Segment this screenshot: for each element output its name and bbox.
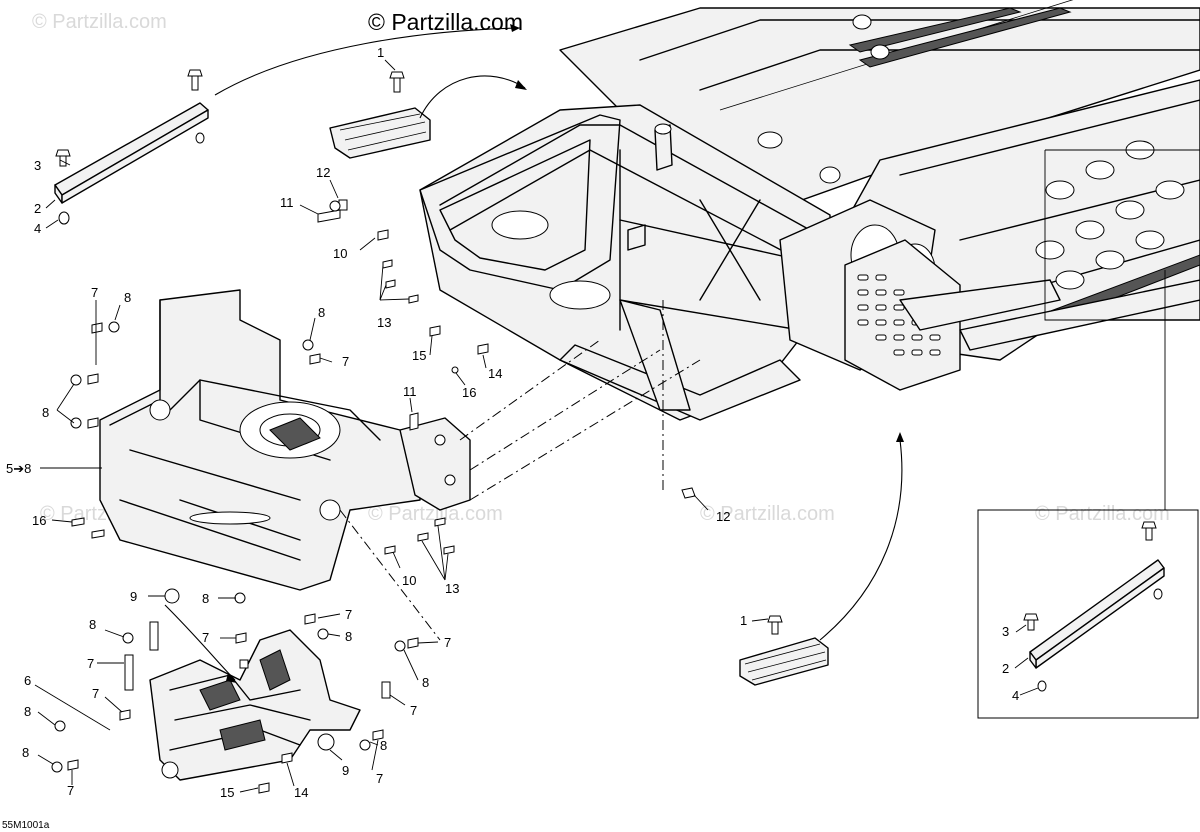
callout-9-a: 9	[130, 589, 137, 604]
watermark-mid-center: © Partzilla.com	[368, 503, 503, 525]
washer-left-4	[58, 132, 205, 225]
callout-12-top: 12	[316, 165, 330, 180]
callout-1-bottom: 1	[740, 613, 747, 628]
bar-part-left	[54, 102, 209, 204]
callout-8-i: 8	[380, 738, 387, 753]
diagram-code: 55M1001a	[2, 820, 50, 831]
callout-14-top: 14	[488, 366, 502, 381]
callout-2-left: 2	[34, 201, 41, 216]
callout-9-b: 9	[342, 763, 349, 778]
callout-4-left: 4	[34, 221, 41, 236]
hardware-bolts	[51, 199, 696, 794]
callout-7-d: 7	[202, 630, 209, 645]
bar-part-inset	[1023, 521, 1165, 692]
callout-8-j: 8	[22, 745, 29, 760]
chassis-tunnel	[419, 0, 1200, 421]
watermark-mid-far-right: © Partzilla.com	[1035, 503, 1170, 525]
bolt-top-left	[187, 69, 203, 91]
callout-4-right: 4	[1012, 688, 1019, 703]
callout-8-c: 8	[318, 305, 325, 320]
callout-10-top: 10	[333, 246, 347, 261]
callout-7-j: 7	[67, 783, 74, 798]
callout-2-right: 2	[1002, 661, 1009, 676]
callout-8-g: 8	[422, 675, 429, 690]
grip-pad-bottom	[739, 615, 829, 686]
callout-7-e: 7	[87, 656, 94, 671]
callout-8-d: 8	[202, 591, 209, 606]
detail-inset-frame	[977, 509, 1199, 719]
callout-16-mid: 16	[32, 513, 46, 528]
callout-11-top: 11	[280, 195, 294, 210]
watermark-mid-right: © Partzilla.com	[700, 503, 835, 525]
callout-13-top: 13	[377, 315, 391, 330]
callout-15-top: 15	[412, 348, 426, 363]
leader-lines	[34, 59, 1039, 793]
callout-5: 5➔8	[6, 461, 31, 476]
callout-labels: 1 1 3 2 4 12 11 10 13 15 14 16 7 8 8 8 7…	[6, 45, 1019, 800]
callout-7-f: 7	[444, 635, 451, 650]
callout-8-e: 8	[345, 629, 352, 644]
callout-7-i: 7	[376, 771, 383, 786]
callout-6: 6	[24, 673, 31, 688]
callout-13-mid: 13	[445, 581, 459, 596]
lower-bracket-part	[149, 629, 361, 781]
callout-11-mid: 11	[403, 384, 417, 399]
front-pan-part	[99, 289, 471, 591]
callout-7-b: 7	[342, 354, 349, 369]
callout-14-bottom: 14	[294, 785, 308, 800]
callout-15-bottom: 15	[220, 785, 234, 800]
callout-3-right: 3	[1002, 624, 1009, 639]
callout-8-b: 8	[42, 405, 49, 420]
callout-16-top: 16	[462, 385, 476, 400]
grip-pad-top	[329, 71, 431, 159]
callout-12-mid: 12	[716, 509, 730, 524]
callout-10-mid: 10	[402, 573, 416, 588]
callout-8-f: 8	[89, 617, 96, 632]
callout-7-a: 7	[91, 285, 98, 300]
callout-8-a: 8	[124, 290, 131, 305]
callout-7-c: 7	[345, 607, 352, 622]
callout-3-left: 3	[34, 158, 41, 173]
watermark-top-left: © Partzilla.com	[32, 11, 167, 33]
callout-8-h: 8	[24, 704, 31, 719]
copyright-label: © Partzilla.com	[368, 9, 523, 35]
callout-7-h: 7	[410, 703, 417, 718]
callout-1-top: 1	[377, 45, 384, 60]
callout-7-g: 7	[92, 686, 99, 701]
